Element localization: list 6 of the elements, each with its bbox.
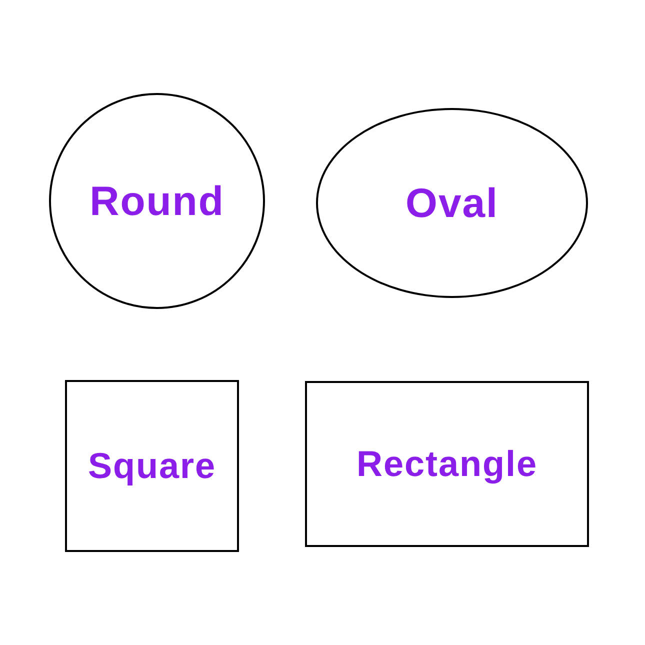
shape-label: Oval	[406, 180, 498, 226]
shape-label: Rectangle	[356, 443, 538, 485]
square-shape	[65, 380, 239, 552]
shape-label: Square	[88, 445, 216, 487]
rectangle-shape	[305, 381, 589, 547]
shape-label: Round	[90, 178, 224, 224]
